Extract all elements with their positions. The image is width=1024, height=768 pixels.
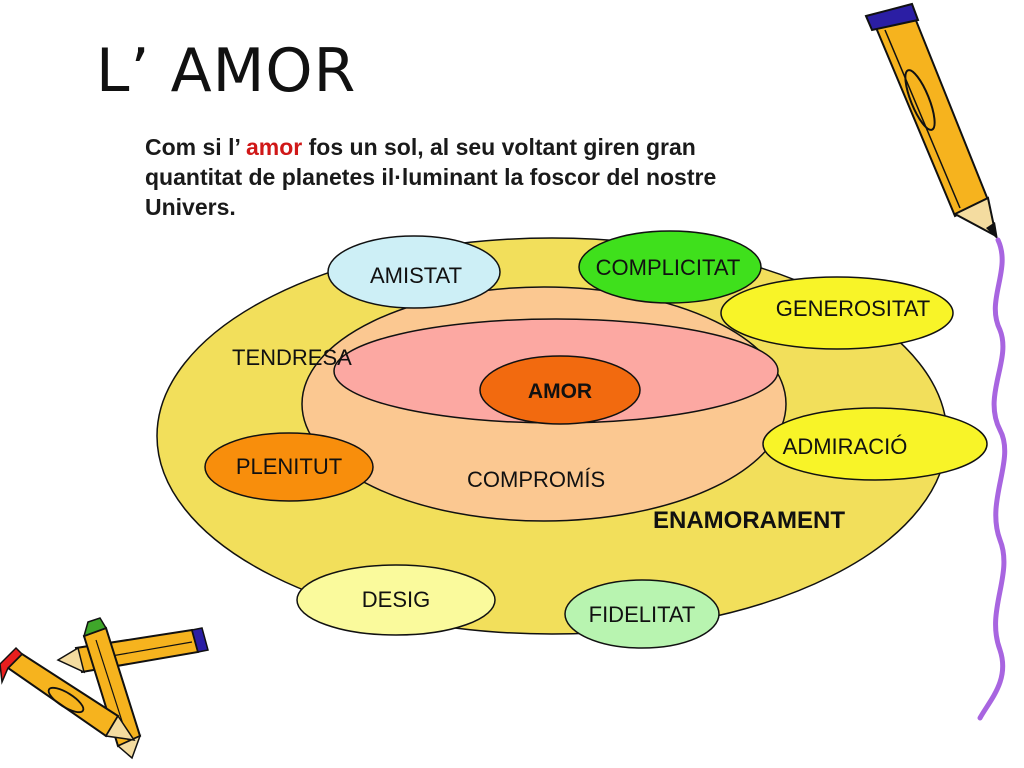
planet-label-fidelitat: FIDELITAT — [589, 602, 696, 627]
planet-desig — [296, 564, 496, 636]
planet-amistat — [327, 235, 501, 309]
planet-fidelitat — [564, 579, 720, 649]
pencil-squiggle-line — [977, 237, 1008, 721]
pencil-ferrule — [864, 2, 920, 32]
pencil-tip-lead — [986, 222, 998, 240]
planet-label-complicitat: COMPLICITAT — [596, 255, 741, 280]
planet-label-admiracio: ADMIRACIÓ — [783, 434, 908, 459]
planet-complicitat — [578, 230, 762, 304]
pencil-bl-1 — [56, 627, 209, 674]
pencil-tip-wood — [952, 196, 998, 238]
ring-label-compromis: COMPROMÍS — [467, 467, 605, 492]
ring-label-enamorament: ENAMORAMENT — [653, 507, 845, 534]
planet-label-generositat: GENEROSITAT — [776, 296, 930, 321]
planet-label-plenitut: PLENITUT — [236, 454, 342, 479]
center-amor — [479, 355, 641, 425]
ring-label-tendresa: TENDRESA — [232, 345, 352, 370]
intro-highlight-amor: amor — [245, 134, 303, 160]
intro-text-1: Com si l’ — [145, 134, 246, 160]
intro-text-2: fos un sol, al seu voltant giren gran qu… — [145, 134, 717, 220]
intro-paragraph: Com si l’ amor fos un sol, al seu voltan… — [145, 132, 785, 222]
planet-label-desig: DESIG — [362, 587, 430, 612]
pencil-bl-3 — [0, 646, 136, 741]
center-label-amor: AMOR — [528, 380, 592, 403]
slide-title: L’ AMOR — [96, 36, 357, 106]
planet-plenitut — [204, 432, 374, 502]
planet-label-amistat: AMISTAT — [370, 263, 462, 288]
planet-admiracio — [762, 407, 988, 481]
planet-generositat — [720, 276, 954, 350]
